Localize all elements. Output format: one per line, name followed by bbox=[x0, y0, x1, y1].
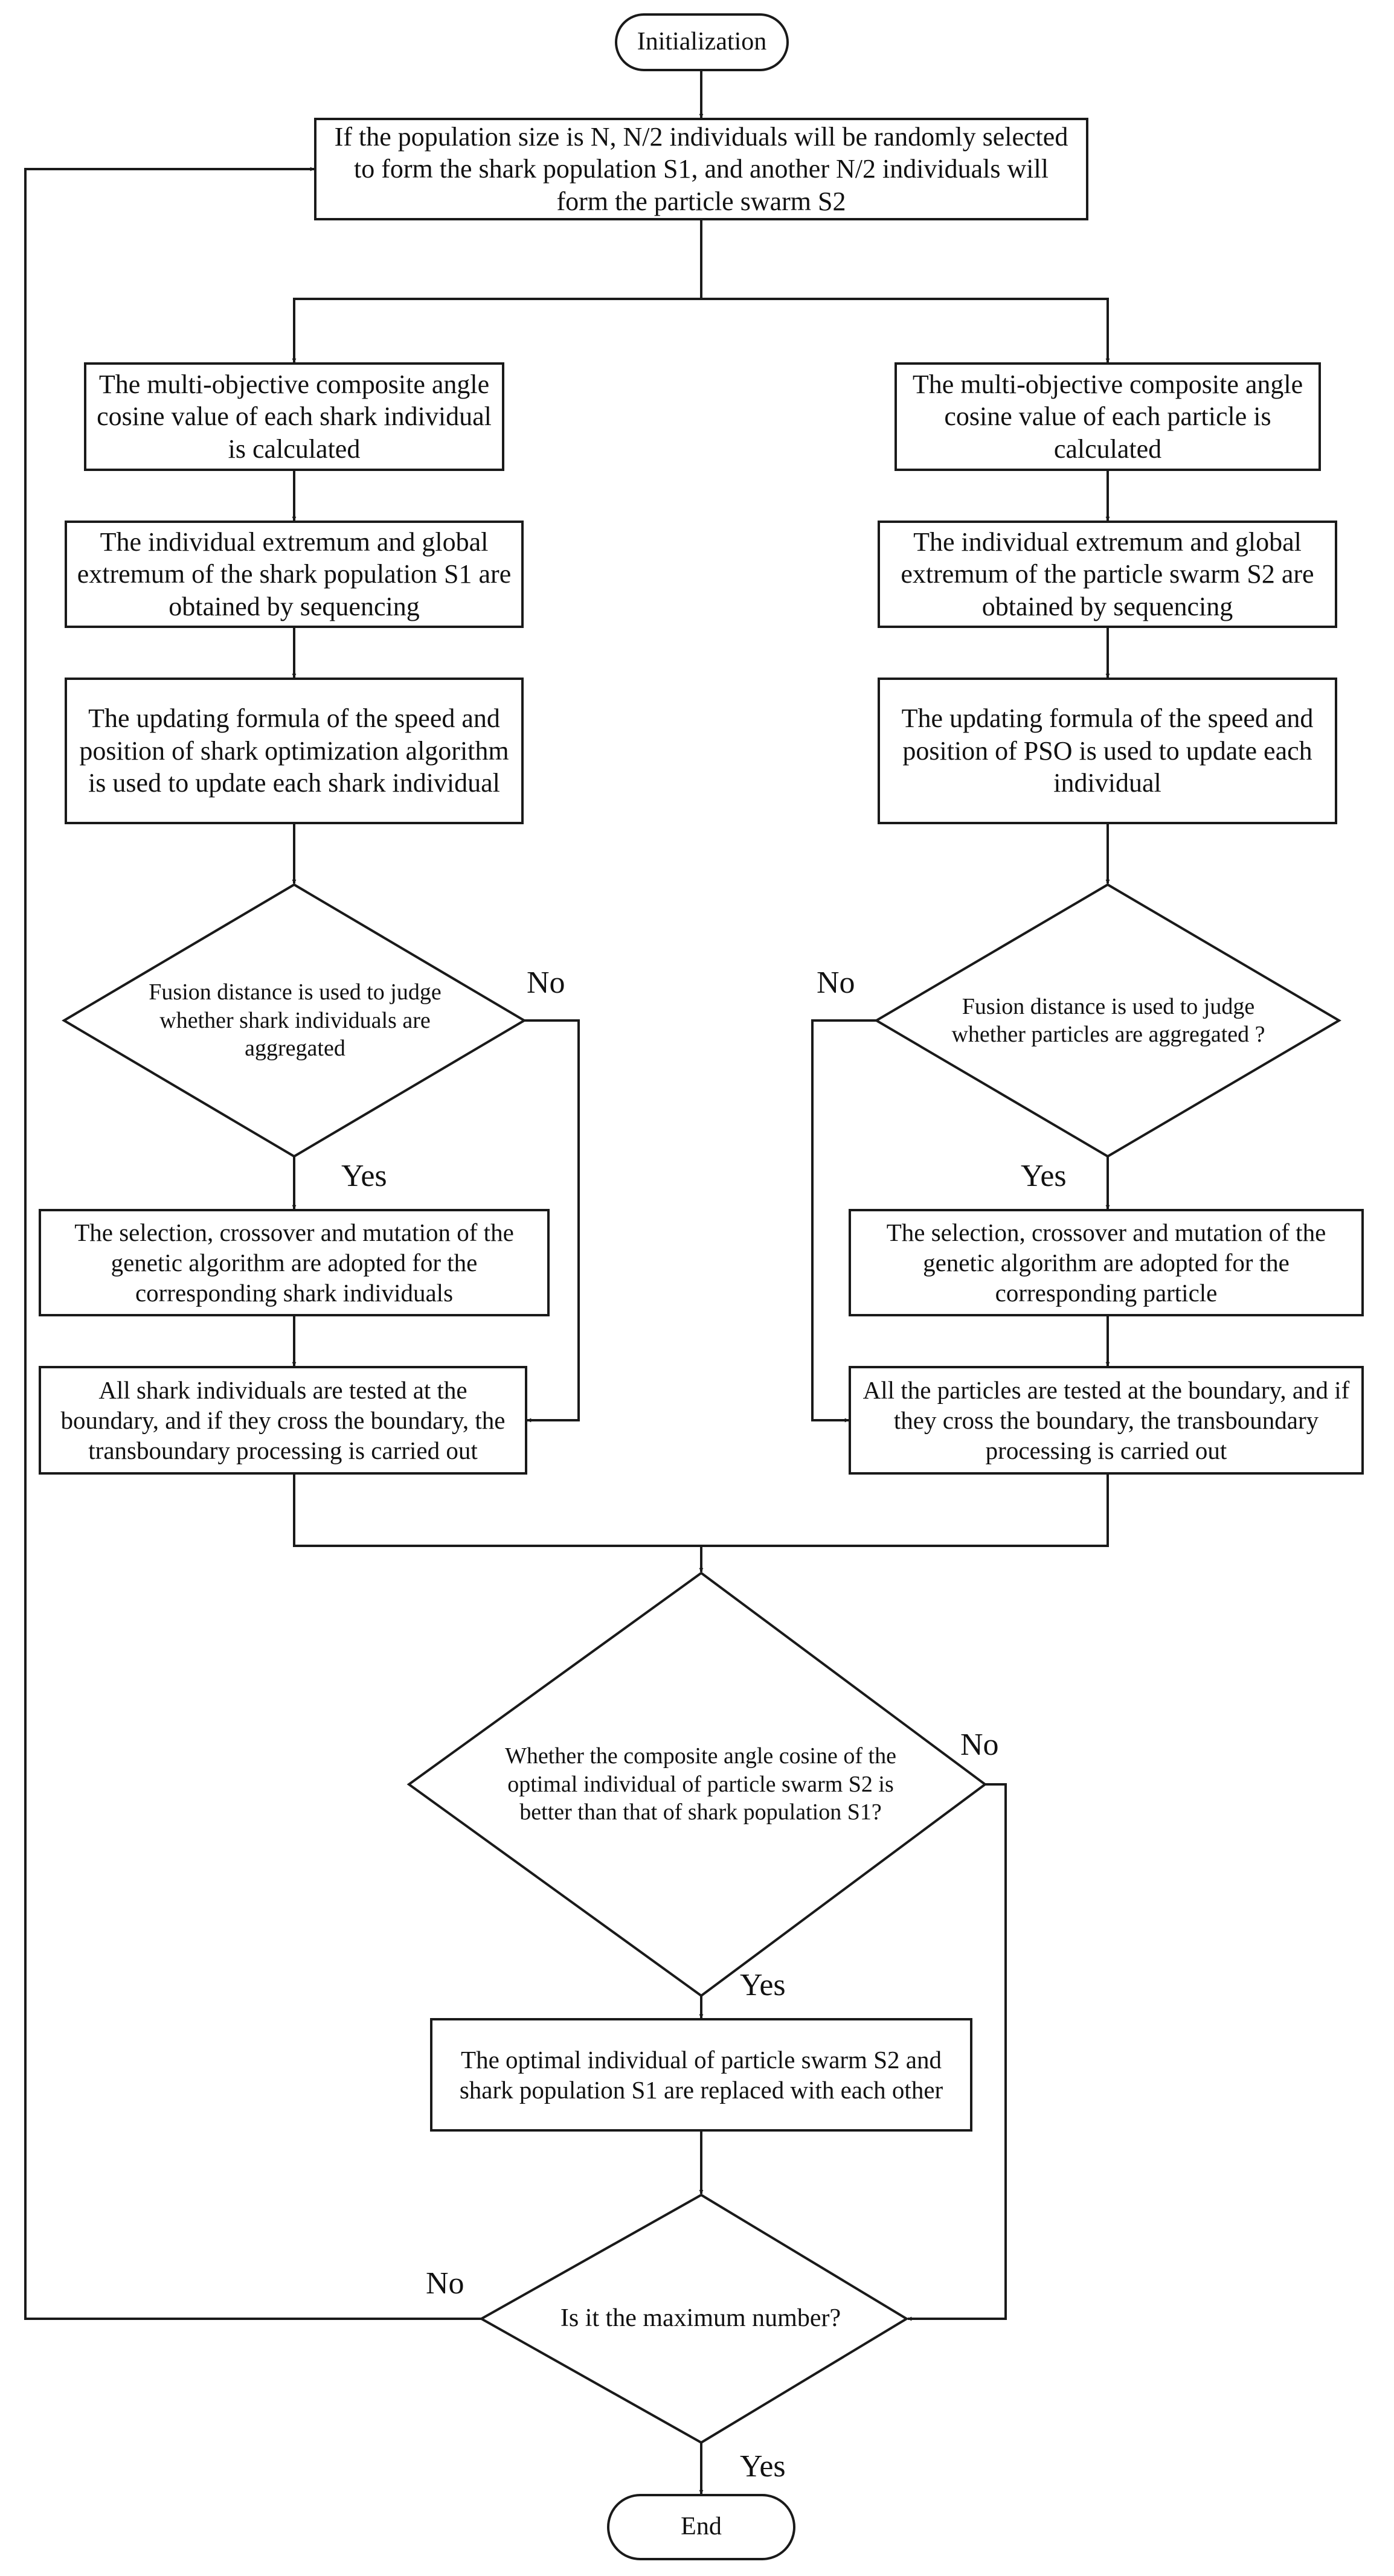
left-extremum-box: The individual extremum and global extre… bbox=[65, 521, 524, 628]
replace-box: The optimal individual of particle swarm… bbox=[430, 2018, 972, 2132]
right-decision-text: Fusion distance is used to judge whether… bbox=[951, 993, 1265, 1047]
compare-no-label: No bbox=[960, 1728, 999, 1762]
right-yes-label: Yes bbox=[1021, 1159, 1067, 1193]
start-terminal: Initialization bbox=[615, 13, 789, 71]
right-boundary-box: All the particles are tested at the boun… bbox=[849, 1366, 1364, 1475]
left-yes-label: Yes bbox=[341, 1159, 387, 1193]
end-terminal: End bbox=[607, 2494, 795, 2560]
left-cosine-box: The multi-objective composite angle cosi… bbox=[84, 362, 504, 471]
compare-decision-text: Whether the composite angle cosine of th… bbox=[505, 1743, 896, 1825]
left-boundary-box: All shark individuals are tested at the … bbox=[39, 1366, 527, 1475]
left-update-box: The updating formula of the speed and po… bbox=[65, 678, 524, 824]
compare-yes-label: Yes bbox=[740, 1968, 786, 2002]
left-genetic-box: The selection, crossover and mutation of… bbox=[39, 1209, 550, 1316]
split-population-box: If the population size is N, N/2 individ… bbox=[314, 118, 1088, 220]
right-update-box: The updating formula of the speed and po… bbox=[878, 678, 1337, 824]
right-genetic-box: The selection, crossover and mutation of… bbox=[849, 1209, 1364, 1316]
right-extremum-box: The individual extremum and global extre… bbox=[878, 521, 1337, 628]
right-cosine-box: The multi-objective composite angle cosi… bbox=[895, 362, 1321, 471]
max-yes-label: Yes bbox=[740, 2449, 786, 2484]
right-no-label: No bbox=[817, 966, 855, 1000]
left-no-label: No bbox=[527, 966, 565, 1000]
max-no-label: No bbox=[426, 2266, 464, 2301]
max-check-text: Is it the maximum number? bbox=[560, 2304, 841, 2333]
left-decision-text: Fusion distance is used to judge whether… bbox=[149, 979, 442, 1062]
